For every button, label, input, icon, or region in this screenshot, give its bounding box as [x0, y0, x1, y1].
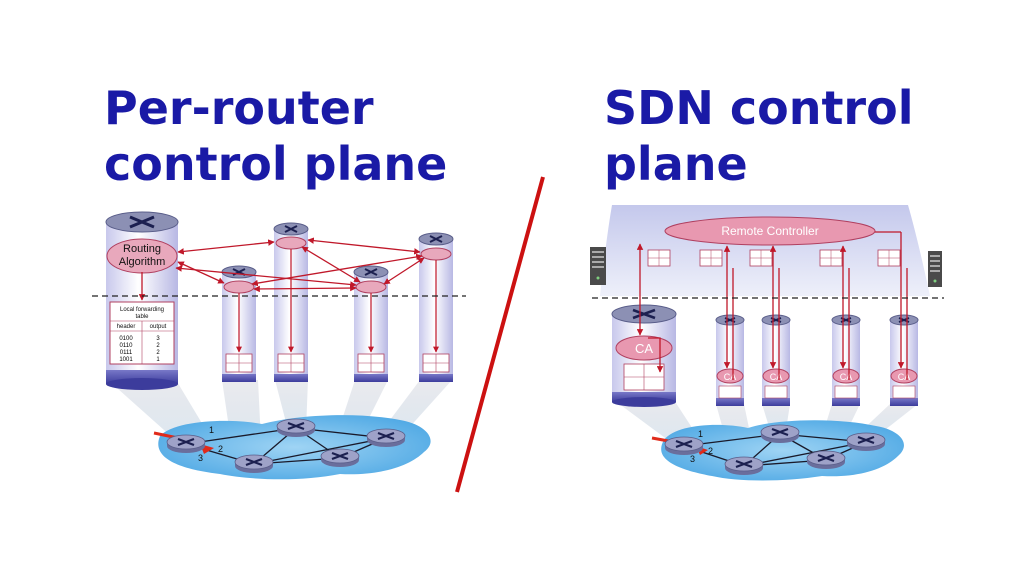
- table-cell: 1001: [119, 357, 133, 363]
- left-port-3: 3: [198, 453, 203, 463]
- remote-controller-label: Remote Controller: [721, 224, 818, 238]
- router-icon: [846, 432, 886, 452]
- server-icon: [590, 247, 606, 285]
- right-network-cloud: [661, 420, 904, 481]
- right-diagram: Remote Controller: [590, 205, 944, 481]
- router-icon: [166, 434, 206, 454]
- table-cell: 0110: [120, 343, 134, 349]
- left-port-2: 2: [218, 444, 223, 454]
- control-agent-label: CA: [898, 372, 911, 382]
- control-agent-label: CA: [635, 341, 653, 356]
- right-router-cylinders: CA CA CA CA: [715, 314, 919, 406]
- router-icon: [276, 418, 316, 438]
- right-port-3: 3: [690, 454, 695, 464]
- router-icon: [320, 448, 360, 468]
- table-cell: 0100: [119, 336, 133, 342]
- routing-algorithm-line2: Algorithm: [119, 256, 165, 268]
- router-x-icon: [129, 215, 155, 229]
- sdn-title-line1: SDN control: [604, 81, 914, 135]
- table-cell: 2: [156, 343, 160, 349]
- per-router-title-line1: Per-router: [104, 81, 374, 135]
- table-cell: 3: [156, 336, 160, 342]
- controller-agent-arrows: [636, 231, 908, 380]
- sdn-title-line2: plane: [604, 137, 748, 191]
- control-agent-label: CA: [724, 372, 737, 382]
- control-agent-label: CA: [770, 372, 783, 382]
- left-router-cylinders: [221, 222, 454, 382]
- left-port-1: 1: [209, 425, 214, 435]
- table-header-col2: output: [150, 324, 167, 330]
- router-icon: [234, 454, 274, 474]
- right-port-1: 1: [698, 429, 703, 439]
- left-network-cloud: [158, 415, 431, 480]
- left-diagram: 1 2 3 Routing Algorithm Local forwarding…: [92, 211, 466, 480]
- control-agent-label: CA: [840, 372, 853, 382]
- router-icon: [760, 424, 800, 444]
- server-icon: [928, 251, 942, 287]
- router-icon: [806, 450, 846, 470]
- sdn-title: SDN control plane: [604, 80, 1004, 192]
- table-header-col1: header: [117, 324, 136, 330]
- table-cell: 1: [156, 357, 160, 363]
- table-cell: 2: [156, 350, 160, 356]
- left-main-router: Routing Algorithm Local forwarding table…: [105, 211, 179, 390]
- right-main-router: CA: [611, 304, 677, 407]
- table-title-line2: table: [135, 314, 149, 320]
- remote-controller: [664, 216, 876, 246]
- router-icon: [366, 428, 406, 448]
- table-cell: 0111: [120, 350, 133, 356]
- routing-algorithm-line1: Routing: [123, 243, 161, 255]
- left-routing-arrows: [175, 237, 425, 293]
- per-router-title-line2: control plane: [104, 137, 448, 191]
- control-agent-bubble: [615, 335, 673, 361]
- right-port-2: 2: [708, 446, 713, 456]
- router-icon: [724, 456, 764, 476]
- divider-line: [455, 176, 545, 493]
- router-icon: [664, 436, 704, 456]
- per-router-title: Per-router control plane: [104, 80, 524, 192]
- table-title-line1: Local forwarding: [120, 307, 164, 313]
